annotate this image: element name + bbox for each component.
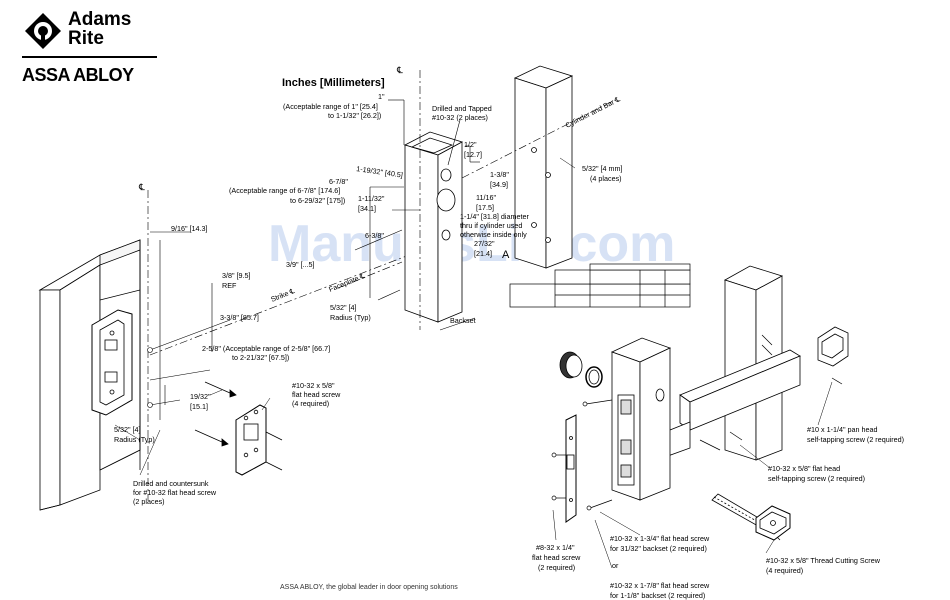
label-thread-a: #10-32 x 5/8" Thread Cutting Screw: [766, 556, 881, 565]
right-leaders: [552, 381, 833, 569]
label-2-5-8-b: to 2-21/32" [67.5]): [232, 353, 289, 362]
label-faceplate: Faceplate ℄: [327, 271, 366, 294]
brand-name-line1: Adams: [68, 9, 132, 30]
label-1-11-32-a: 1-11/32": [358, 194, 385, 203]
label-11-16-b: [17.5]: [476, 203, 494, 212]
right-screws: [551, 334, 843, 541]
label-screw-10-32-b: flat head screw: [292, 390, 341, 399]
label-1-19-32: 1-19/32" [40.5]: [356, 164, 404, 179]
label-thread-b: (4 required): [766, 566, 803, 575]
adams-rite-logo-icon: [25, 13, 61, 49]
center-dimensions: [337, 99, 480, 331]
strike-plate-detail: [235, 404, 267, 476]
label-fh-1-3-4-b: for 31/32" backset (2 required): [610, 544, 707, 553]
label-6-7-8: 6-7/8": [329, 177, 348, 186]
label-fh-1-4-a: #8-32 x 1/4": [536, 543, 575, 552]
top-right-bar: [461, 65, 616, 269]
brand-divider: [22, 56, 157, 58]
label-2-5-8: 2-5/8" (Acceptable range of 2-5/8" [66.7…: [202, 344, 330, 353]
label-cylinder-bar: Cylinder and Bar ℄: [564, 94, 622, 129]
label-radius-r-b: Radius (Typ): [330, 313, 371, 322]
label-pan-head-a: #10 x 1-1/4" pan head: [807, 425, 878, 434]
label-bore-d: 27/32": [474, 239, 495, 248]
brand-name: Adams Rite: [68, 10, 131, 48]
crossbar: [664, 349, 801, 458]
strike-dimensions: [147, 190, 436, 500]
label-11-16-a: 11/16": [476, 193, 496, 202]
label-backset: Backset: [450, 316, 476, 325]
label-screw-4mm-a: 5/32" [4 mm]: [582, 164, 623, 173]
label-half-b: [12.7]: [464, 150, 482, 159]
label-drilled-tapped-a: Drilled and Tapped: [432, 104, 492, 113]
label-bore-b: thru if cylinder used: [460, 221, 522, 230]
label-self-tap-a: #10-32 x 5/8" flat head: [768, 464, 840, 473]
label-self-tap-b: self-tapping screw (2 required): [768, 474, 865, 483]
brand-block: Adams Rite ASSA ABLOY: [22, 10, 182, 85]
label-one-inch-range-b: to 1-1/32" [26.2]): [328, 111, 381, 120]
label-drilled-tapped-b: #10-32 (2 places): [432, 113, 488, 122]
label-bore-e: [21.4]: [474, 249, 492, 258]
label-section-a: A: [502, 249, 510, 261]
parent-brand: ASSA ABLOY: [22, 65, 134, 85]
label-fh-1-7-8-a: #10-32 x 1-7/8" flat head screw: [610, 581, 710, 590]
label-countersunk-a: Drilled and countersunk: [133, 479, 209, 488]
label-radius-r-a: 5/32" [4]: [330, 303, 357, 312]
label-fh-1-3-4-a: #10-32 x 1-3/4" flat head screw: [610, 534, 710, 543]
label-9-16: 9/16" [14.3]: [171, 224, 208, 233]
label-bore-a: 1-1/4" [31.8] diameter: [460, 212, 529, 221]
label-bore-c: otherwise inside only: [460, 230, 527, 239]
label-strike: Strike ℄: [269, 286, 296, 304]
label-6-7-8-range-a: (Acceptable range of 6-7/8" [174.6]: [229, 186, 340, 195]
center-tube: [403, 70, 464, 330]
left-leaders: [114, 389, 271, 476]
label-screw-10-32-c: (4 required): [292, 399, 329, 408]
faceplate-right: [565, 414, 577, 523]
label-6-7-8-range-b: to 6-29/32" [175]): [290, 196, 345, 205]
label-19-32-b: [15.1]: [190, 402, 208, 411]
label-or: or: [612, 561, 619, 570]
label-fh-1-4-b: flat head screw: [532, 553, 581, 562]
footer-text: ASSA ABLOY, the global leader in door op…: [280, 584, 458, 591]
label-6-3-8: 6-3/8": [365, 231, 384, 240]
label-3-9: 3/9" [...5]: [286, 260, 315, 269]
brand-name-line2: Rite: [68, 28, 104, 49]
lock-tube: [610, 337, 672, 501]
cylinder: [559, 351, 603, 388]
label-1-3-8-b: [34.9]: [490, 180, 508, 189]
label-3-8-b: REF: [222, 281, 237, 290]
label-fh-1-4-c: (2 required): [538, 563, 575, 572]
label-3-8-a: 3/8" [9.5]: [222, 271, 251, 280]
screwdriver-detail: [711, 493, 791, 541]
label-screw-10-32-a: #10-32 x 5/8": [292, 381, 335, 390]
label-19-32-a: 19/32": [190, 392, 211, 401]
label-3-3-8: 3-3/8" [85.7]: [220, 313, 259, 322]
label-half-a: 1/2": [464, 140, 477, 149]
units-title: Inches [Millimeters]: [282, 77, 385, 89]
label-1-11-32-b: [34.1]: [358, 204, 376, 213]
centerline-top: ℄: [396, 65, 403, 75]
label-countersunk-b: for #10-32 flat head screw: [133, 488, 217, 497]
label-fh-1-7-8-b: for 1-1/8" backset (2 required): [610, 591, 705, 600]
watermark: ManualsLib.com: [268, 215, 676, 273]
label-radius-l-a: 5/32" [4]: [114, 425, 141, 434]
reference-table: [509, 263, 691, 308]
label-screw-4mm-b: (4 places): [590, 174, 622, 183]
label-one-inch: 1": [378, 92, 385, 101]
label-radius-l-b: Radius (Typ): [114, 435, 155, 444]
label-pan-head-b: self-tapping screw (2 required): [807, 435, 904, 444]
label-countersunk-c: (2 places): [133, 497, 165, 506]
strike-plate: [91, 309, 133, 416]
label-1-3-8-a: 1-3/8": [490, 170, 509, 179]
centerline-left: ℄: [138, 182, 145, 192]
label-one-inch-range-a: (Acceptable range of 1" [25.4]: [283, 102, 378, 111]
bar-end-cap: [817, 326, 849, 367]
